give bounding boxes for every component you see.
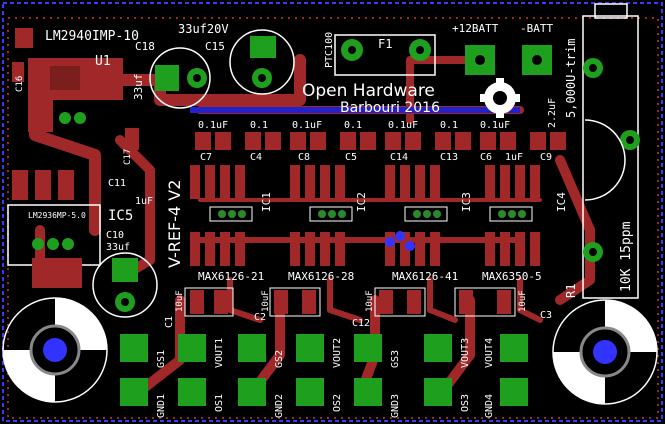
label-open-hardware: Open Hardware bbox=[302, 81, 435, 101]
fuse-f1 bbox=[334, 34, 436, 76]
label-ic-3: IC4 bbox=[555, 192, 568, 212]
label-c18-val: 33uf bbox=[132, 74, 145, 101]
label-out-cap-0: C1 bbox=[164, 316, 175, 328]
label-ic5-part: LM2936MP-5.0 bbox=[28, 211, 86, 220]
label-top-row-3: VOUT2 bbox=[332, 338, 343, 368]
label-bottom-row-2: GND2 bbox=[274, 394, 285, 418]
label-out-cap-val-2: 10uF bbox=[365, 290, 375, 312]
label-r1: R1 bbox=[564, 284, 578, 298]
label-cap-id-4: C14 bbox=[390, 152, 408, 163]
mounting-hole-right bbox=[552, 299, 658, 405]
label-cap-id-6: C6 bbox=[480, 152, 492, 163]
label-chip-1: MAX6126-28 bbox=[288, 270, 354, 283]
copper-traces bbox=[29, 54, 595, 400]
top-cap-row bbox=[195, 132, 566, 150]
label-cap-top-4: 0.1uF bbox=[388, 120, 418, 131]
label-c15-val: 33uf20V bbox=[178, 22, 229, 36]
output-caps bbox=[184, 287, 516, 317]
label-cap-id-1: C4 bbox=[250, 152, 262, 163]
label-bottom-row-3: OS2 bbox=[332, 394, 343, 412]
label-bottom-row-0: GND1 bbox=[156, 394, 167, 418]
label-c11-val: 1uF bbox=[135, 196, 153, 207]
label-out-cap-val-3: 10uF bbox=[518, 290, 528, 312]
label-chip-2: MAX6126-41 bbox=[392, 270, 458, 283]
c16-pad bbox=[12, 62, 24, 82]
label-r1-val: 10K 15ppm bbox=[619, 221, 634, 292]
label-out-cap-val-0: 10uF bbox=[175, 290, 185, 312]
label-minus-batt: -BATT bbox=[520, 22, 553, 35]
regulator-u1 bbox=[28, 58, 123, 132]
label-f1: F1 bbox=[378, 37, 392, 51]
open-hardware-logo bbox=[480, 78, 520, 118]
label-c15: C15 bbox=[205, 40, 225, 53]
label-c22: 2.2uF bbox=[547, 98, 558, 128]
label-bottom-row-4: GND3 bbox=[390, 394, 401, 418]
label-cap-id-2: C8 bbox=[298, 152, 310, 163]
label-u1: U1 bbox=[95, 54, 111, 69]
label-cap-id-5: C13 bbox=[440, 152, 458, 163]
label-c11: C11 bbox=[108, 178, 126, 189]
cap-c10 bbox=[92, 252, 158, 318]
label-trim: 5,000U-trim bbox=[564, 39, 578, 118]
c17-pad bbox=[125, 128, 139, 150]
mounting-hole-left bbox=[2, 297, 108, 403]
label-out-cap-2: C12 bbox=[352, 318, 370, 329]
label-cap-small: 1uF bbox=[505, 152, 523, 163]
battery-pads bbox=[465, 45, 552, 75]
label-cap-top-3: 0.1 bbox=[344, 120, 362, 131]
label-c17: C17 bbox=[123, 149, 133, 165]
cap-c15 bbox=[229, 29, 295, 95]
label-top-row-0: GS1 bbox=[156, 350, 167, 368]
label-cap-top-6: 0.1uF bbox=[480, 120, 510, 131]
label-ic-0: IC1 bbox=[260, 192, 273, 212]
label-c10: C10 bbox=[106, 230, 124, 241]
label-vref: V-REF-4 V2 bbox=[165, 180, 184, 268]
chip-ic4 bbox=[485, 165, 540, 266]
label-cap-id-0: C7 bbox=[200, 152, 212, 163]
label-top-row-1: VOUT1 bbox=[214, 338, 225, 368]
label-ptc: PTC100 bbox=[324, 32, 335, 68]
label-c18: C18 bbox=[135, 40, 155, 53]
regulator-ic5 bbox=[7, 170, 101, 288]
label-plus-batt: +12BATT bbox=[452, 22, 499, 35]
trimmer bbox=[582, 3, 640, 299]
label-out-cap-3: C3 bbox=[540, 310, 552, 321]
label-bottom-row-5: OS3 bbox=[460, 394, 471, 412]
label-cap-top-0: 0.1uF bbox=[198, 120, 228, 131]
label-cap-top-5: 0.1 bbox=[440, 120, 458, 131]
test-pads bbox=[120, 334, 528, 406]
label-chip-0: MAX6126-21 bbox=[198, 270, 264, 283]
label-chip-3: MAX6350-5 bbox=[482, 270, 542, 283]
label-ic5: IC5 bbox=[108, 208, 133, 224]
label-top-row-5: VOUT3 bbox=[460, 338, 471, 368]
label-c16: C16 bbox=[15, 76, 25, 92]
top-left-pad bbox=[15, 28, 33, 48]
label-out-cap-val-1: 10uF bbox=[261, 290, 271, 312]
chip-ic1 bbox=[190, 165, 253, 266]
label-regulator-top: LM2940IMP-10 bbox=[45, 29, 139, 44]
label-out-cap-1: C2 bbox=[254, 312, 266, 323]
cap-c18 bbox=[149, 47, 211, 109]
label-ic-2: IC3 bbox=[460, 192, 473, 212]
label-cap-top-1: 0.1 bbox=[250, 120, 268, 131]
label-top-row-2: GS2 bbox=[274, 350, 285, 368]
label-ic-1: IC2 bbox=[355, 192, 368, 212]
label-author: Barbouri 2016 bbox=[340, 100, 440, 116]
label-bottom-row-6: GND4 bbox=[484, 394, 495, 418]
label-top-row-4: GS3 bbox=[390, 350, 401, 368]
chip-ic3 bbox=[385, 165, 448, 266]
label-top-row-6: VOUT4 bbox=[484, 338, 495, 368]
label-cap-id-3: C5 bbox=[345, 152, 357, 163]
label-cap-top-2: 0.1uF bbox=[292, 120, 322, 131]
chip-ic2 bbox=[290, 165, 353, 266]
label-c10-val: 33uf bbox=[106, 242, 130, 253]
label-cap-id-7: C9 bbox=[540, 152, 552, 163]
label-bottom-row-1: OS1 bbox=[214, 394, 225, 412]
vias bbox=[218, 210, 526, 251]
